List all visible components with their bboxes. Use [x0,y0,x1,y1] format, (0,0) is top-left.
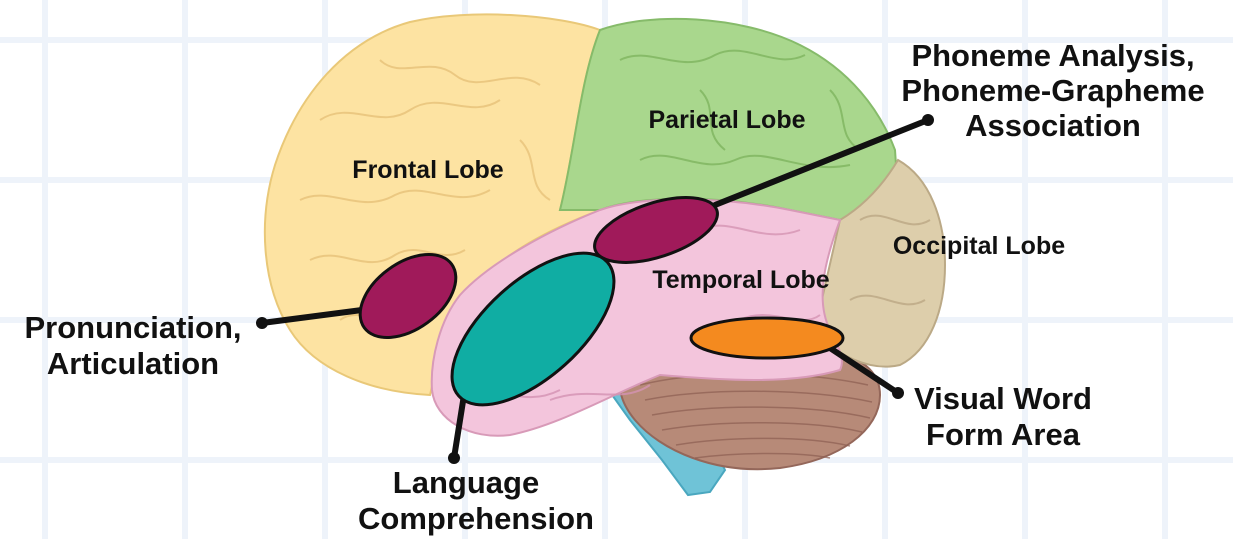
phoneme-label-line2: Phoneme-Grapheme [901,73,1204,108]
visual-word-callout-label: Visual Word Form Area [914,381,1092,452]
pronunciation-callout-label: Pronunciation, Articulation [25,310,242,381]
pronunciation-label-line2: Articulation [47,346,219,381]
frontal-lobe-label: Frontal Lobe [352,156,503,184]
phoneme-label-line1: Phoneme Analysis, [911,38,1194,73]
visual-word-label-line1: Visual Word [914,381,1092,416]
pronunciation-callout-dot [256,317,268,329]
visual-word-callout-dot [892,387,904,399]
parietal-lobe-label: Parietal Lobe [649,106,806,134]
visual-word-label-line2: Form Area [926,417,1081,452]
visual-word-form-area [691,318,843,358]
language-label-line1: Language [393,465,539,500]
phoneme-callout-dot [922,114,934,126]
phoneme-callout-label: Phoneme Analysis, Phoneme-Grapheme Assoc… [901,38,1204,143]
pronunciation-label-line1: Pronunciation, [25,310,242,345]
occipital-lobe-label: Occipital Lobe [893,232,1065,260]
phoneme-label-line3: Association [965,108,1141,143]
temporal-lobe-label: Temporal Lobe [652,266,829,294]
language-label-line2: Comprehension [358,501,594,536]
language-callout-label: Language Comprehension [358,465,594,536]
language-callout-dot [448,452,460,464]
